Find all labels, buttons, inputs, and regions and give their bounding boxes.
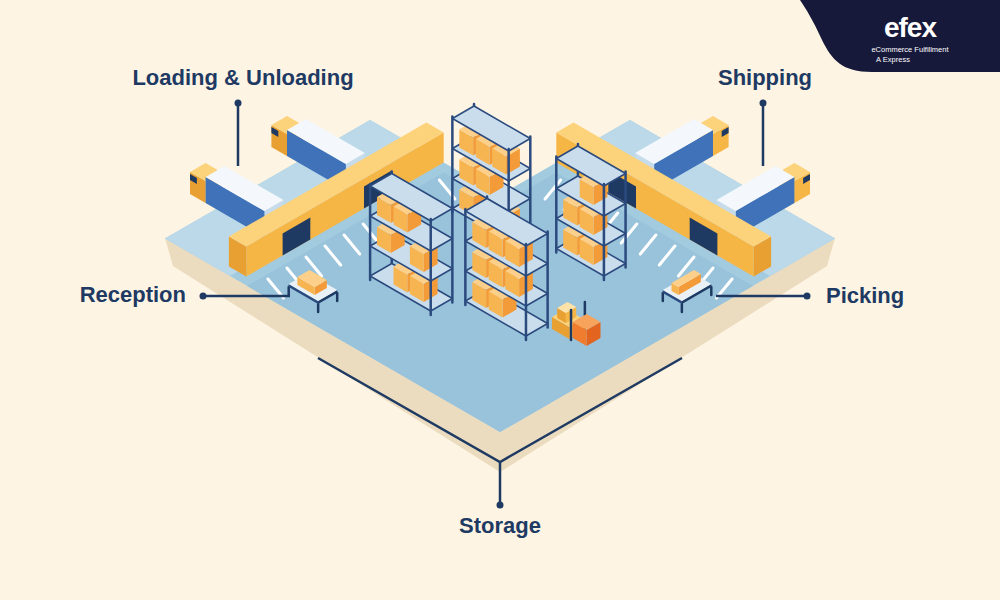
parcel xyxy=(297,270,326,295)
storage-rack xyxy=(465,197,547,341)
truck-window xyxy=(271,127,278,137)
rack-post xyxy=(369,184,372,280)
table-leg xyxy=(317,304,320,312)
work-table xyxy=(289,270,338,312)
rack-post xyxy=(529,137,532,233)
floor-stripe xyxy=(659,246,675,265)
iso-face xyxy=(635,119,713,164)
leader-line xyxy=(203,295,290,298)
iso-face xyxy=(556,123,771,247)
parcel xyxy=(672,270,701,295)
leader-line xyxy=(762,103,765,166)
rack-post xyxy=(603,184,606,280)
floor-stripe xyxy=(344,235,360,254)
iso-face xyxy=(573,314,601,330)
zone-label: Storage xyxy=(459,513,541,538)
leader-line xyxy=(237,103,240,166)
iso-face xyxy=(287,119,365,164)
rack-post xyxy=(464,209,467,305)
leader-dot xyxy=(804,293,811,300)
iso-face xyxy=(672,270,701,287)
leader-line xyxy=(499,462,502,504)
rack-post xyxy=(546,232,549,328)
zone-label: Reception xyxy=(80,282,186,307)
floor-stripe xyxy=(640,235,656,254)
leader-dot xyxy=(235,100,242,107)
truck-window xyxy=(803,174,810,184)
zone-label: Picking xyxy=(826,283,904,308)
table-leg xyxy=(681,304,684,312)
table-leg xyxy=(710,287,713,295)
leader-line xyxy=(716,295,807,298)
rack-shelf xyxy=(465,199,547,247)
forklift xyxy=(552,302,601,346)
table-leg xyxy=(287,287,290,295)
warehouse-scene xyxy=(165,104,835,432)
warehouse-floor xyxy=(165,120,835,432)
leader-lines xyxy=(200,100,811,509)
floor-stripe xyxy=(325,246,341,265)
logo-tagline: A Express xyxy=(876,56,910,65)
rack-shelf xyxy=(370,174,452,222)
iso-face xyxy=(297,270,326,287)
iso-face xyxy=(557,302,576,313)
truck-window xyxy=(190,174,197,184)
iso-face xyxy=(206,166,284,211)
dock-wall xyxy=(556,123,771,277)
rack-post xyxy=(525,244,528,340)
rack-post xyxy=(624,172,627,268)
logo-tagline: eCommerce Fulfillment xyxy=(871,46,948,55)
iso-face xyxy=(556,133,753,277)
rack-shelf xyxy=(556,146,625,186)
rack-post xyxy=(429,219,432,315)
leader-dot xyxy=(200,293,207,300)
logo-panel xyxy=(800,0,1000,72)
storage-bracket xyxy=(318,358,682,462)
forklift-mast xyxy=(570,310,573,340)
table-leg xyxy=(336,293,339,301)
dock-door xyxy=(283,218,311,256)
zone-label: Loading & Unloading xyxy=(132,65,353,90)
rack-post xyxy=(451,207,454,303)
work-table xyxy=(663,270,712,312)
truck-window xyxy=(722,127,729,137)
forklift-load xyxy=(573,314,601,346)
leader-dot xyxy=(497,502,504,509)
storage-rack xyxy=(556,144,625,280)
leader-dot xyxy=(760,100,767,107)
iso-face xyxy=(717,166,795,211)
forklift-cab xyxy=(557,302,576,323)
logo-wordmark: efex xyxy=(884,12,936,44)
zone-label: Shipping xyxy=(718,65,812,90)
storage-rack xyxy=(370,172,452,316)
table-leg xyxy=(662,293,665,301)
rack-shelf xyxy=(452,106,530,151)
rack-post xyxy=(451,117,454,213)
rack-post xyxy=(555,157,558,253)
dock-door xyxy=(690,218,718,256)
